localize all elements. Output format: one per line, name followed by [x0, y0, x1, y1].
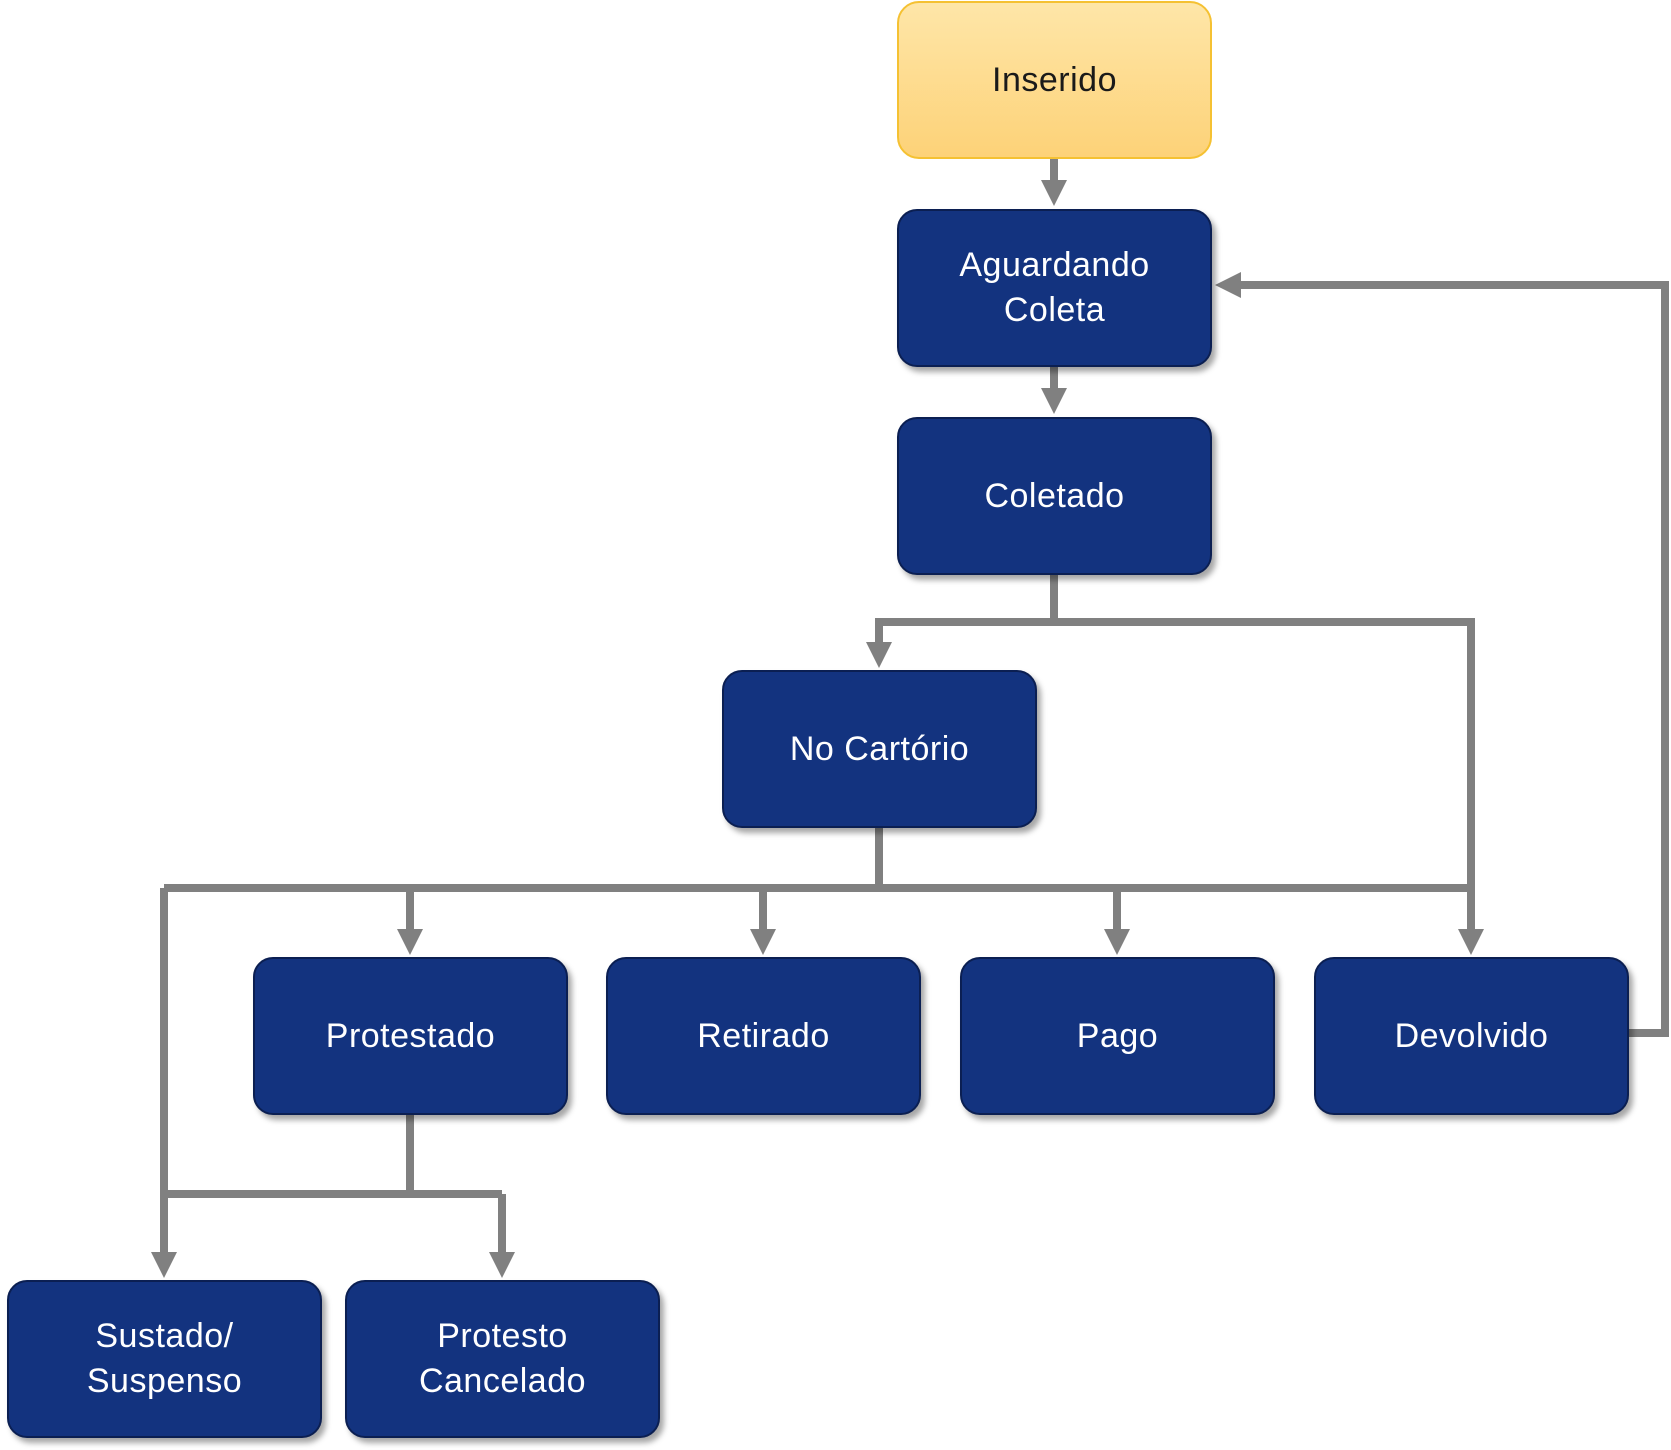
connector-protestado-bus	[164, 1114, 502, 1198]
node-label: Retirado	[697, 1016, 830, 1055]
node-aguardando-coleta: Aguardando Coleta	[897, 209, 1212, 367]
connector-coletado-devolvido	[1054, 618, 1484, 955]
node-label: No Cartório	[789, 729, 970, 768]
node-label: Pago	[1076, 1016, 1159, 1055]
node-label: Devolvido	[1394, 1016, 1549, 1055]
node-label: Aguardando Coleta	[959, 246, 1150, 329]
node-pago: Pago	[960, 957, 1275, 1115]
node-label: Inserido	[992, 60, 1117, 99]
node-protesto-cancelado: Protesto Cancelado	[345, 1280, 660, 1438]
node-retirado: Retirado	[606, 957, 921, 1115]
connector-devolvido-aguardando	[1215, 272, 1669, 1037]
node-no-cartorio: No Cartório	[722, 670, 1037, 828]
node-label: Protesto Cancelado	[418, 1317, 587, 1400]
node-protestado: Protestado	[253, 957, 568, 1115]
node-coletado: Coletado	[897, 417, 1212, 575]
node-label: Protestado	[325, 1016, 496, 1055]
node-inserido: Inserido	[897, 1, 1212, 159]
node-label: Coletado	[984, 476, 1125, 515]
node-devolvido: Devolvido	[1314, 957, 1629, 1115]
node-label: Sustado/ Suspenso	[86, 1317, 243, 1400]
connector-cartorio-bus	[164, 827, 1471, 892]
connector-coletado-cartorio	[866, 574, 1058, 668]
node-sustado-suspenso: Sustado/ Suspenso	[7, 1280, 322, 1438]
